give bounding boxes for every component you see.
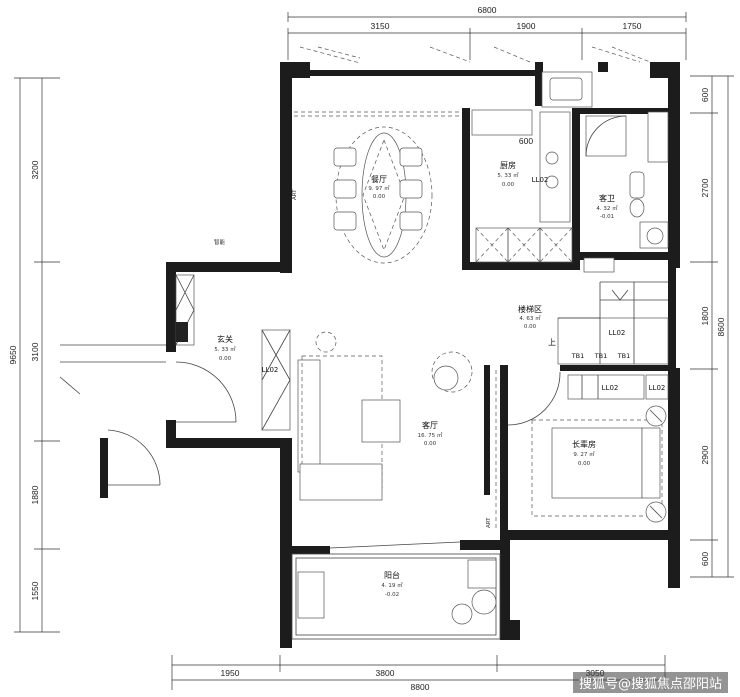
dining-area: 9. 97 ㎡ — [368, 184, 390, 192]
stair-up-label: 上 — [548, 338, 556, 347]
kitchen-name: 厨房 — [500, 160, 516, 170]
art-tag-living: ART — [486, 517, 492, 528]
right-dimension-5: 600 — [700, 552, 710, 566]
tb1-label-3: TB1 — [617, 352, 631, 360]
bath-level: -0.01 — [600, 214, 614, 220]
right-dimension-lines — [690, 75, 734, 578]
elder-level: 0.00 — [578, 461, 591, 467]
stair-name: 楼梯区 — [518, 304, 542, 314]
balcony-level: -0.02 — [385, 592, 399, 598]
elder-name: 长辈房 — [572, 439, 596, 449]
left-total-dimension: 9650 — [8, 345, 18, 364]
tb1-label-1: TB1 — [571, 352, 585, 360]
balcony-fixtures — [297, 541, 497, 625]
dining-chairs — [333, 147, 423, 231]
right-dimension-4: 2900 — [700, 445, 710, 464]
stair-area: 4. 63 ㎡ — [519, 314, 541, 322]
art-tag-dining: ART — [292, 189, 298, 200]
right-dimension-3: 1800 — [700, 306, 710, 325]
walls — [100, 62, 680, 648]
watermark: 搜狐号@搜狐焦点邵阳站 — [572, 672, 728, 693]
kitchen-counters — [471, 71, 593, 263]
dining-cabinet — [294, 111, 462, 117]
bottom-dimension-1: 1950 — [221, 668, 240, 678]
living-level: 0.00 — [424, 441, 437, 447]
entry-ll02-label: LL02 — [262, 366, 279, 374]
left-dimension-2: 3100 — [30, 342, 40, 361]
left-dimension-1: 3200 — [30, 160, 40, 179]
entry-level: 0.00 — [219, 356, 232, 362]
right-dimension-2: 2700 — [700, 178, 710, 197]
balcony-outline — [59, 344, 501, 640]
stair-ll02-label: LL02 — [609, 329, 626, 337]
entry-name: 玄关 — [217, 334, 233, 344]
stairs — [507, 281, 669, 426]
living-name: 客厅 — [422, 420, 438, 430]
tb1-label-2: TB1 — [594, 352, 608, 360]
bottom-dimension-2: 3800 — [376, 668, 395, 678]
kitchen-area: 5. 33 ㎡ — [497, 171, 519, 179]
living-furniture — [297, 331, 497, 530]
bath-name: 客卫 — [599, 193, 615, 203]
kitchen-ll02-label: LL02 — [532, 176, 549, 184]
living-area: 16. 75 ㎡ — [418, 431, 443, 439]
balcony-area: 4. 19 ㎡ — [381, 581, 403, 589]
entry-area: 5. 33 ㎡ — [214, 345, 236, 353]
top-dimension-lines — [287, 12, 687, 60]
left-dimension-3: 1880 — [30, 485, 40, 504]
right-total-dimension: 8600 — [716, 317, 726, 336]
top-dimension-3: 1750 — [623, 21, 642, 31]
right-dimension-1: 600 — [700, 88, 710, 102]
closet-ll02-label: LL02 — [602, 384, 619, 392]
kitchen-width-dimension: 600 — [519, 136, 533, 146]
closet-ll02-label-2: LL02 — [649, 384, 666, 392]
kitchen-level: 0.00 — [502, 182, 515, 188]
dining-level: 0.00 — [373, 194, 386, 200]
elder-bed — [531, 405, 667, 523]
dining-name: 餐厅 — [371, 175, 387, 184]
window-lines — [299, 46, 651, 64]
entry-cabinets — [107, 274, 291, 486]
top-dimension-2: 1900 — [517, 21, 536, 31]
left-dimension-lines — [14, 77, 60, 633]
left-dimension-4: 1550 — [30, 581, 40, 600]
bottom-total-dimension: 8800 — [411, 682, 430, 692]
smart-lock-label: 智能 — [214, 238, 226, 246]
balcony-name: 阳台 — [384, 570, 400, 580]
stair-level: 0.00 — [524, 324, 537, 330]
bath-area: 4. 32 ㎡ — [596, 204, 618, 212]
elder-area: 9. 27 ㎡ — [573, 450, 595, 458]
top-total-dimension: 6800 — [478, 5, 497, 15]
top-dimension-1: 3150 — [371, 21, 390, 31]
bath-fixtures — [583, 111, 669, 273]
